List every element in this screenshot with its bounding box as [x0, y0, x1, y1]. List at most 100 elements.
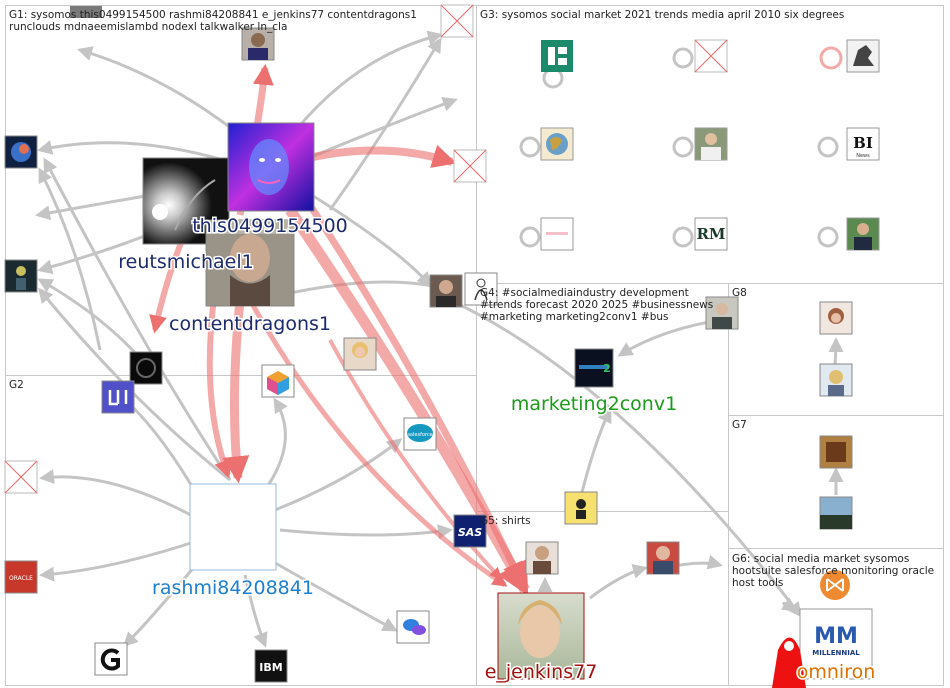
node-g7-top-avatar[interactable]	[819, 435, 853, 469]
blank-avatar	[189, 483, 277, 571]
salesforce-logo-text: salesforce	[407, 432, 432, 438]
node-broken-image[interactable]	[4, 460, 38, 494]
self-loop	[819, 46, 843, 70]
mm-logo-text: MM	[814, 624, 858, 649]
node-man-glasses-avatar[interactable]	[705, 296, 739, 330]
node-e_jenkins77[interactable]	[497, 592, 585, 680]
marketing-logo-text: 2	[603, 362, 611, 375]
edge	[269, 558, 398, 632]
node-broken-image[interactable]	[694, 39, 728, 73]
edge	[828, 337, 844, 366]
node-top-gray-avatar[interactable]	[70, 6, 102, 18]
node-suit-man-avatar[interactable]	[846, 217, 880, 251]
edge	[122, 559, 202, 648]
edge	[247, 298, 508, 588]
label-this0499154500: this0499154500	[192, 215, 348, 237]
node-black-ring-avatar[interactable]	[129, 351, 163, 385]
node-orange-hex-logo[interactable]	[820, 570, 850, 600]
label-marketing2conv1: marketing2conv1	[511, 393, 677, 415]
node-broken-image[interactable]	[440, 4, 474, 38]
group-label-g1-line: runclouds mdnaeemislambd nodexl talkwalk…	[9, 21, 287, 33]
node-labels: this0499154500 reutsmichael1 contentdrag…	[117, 214, 877, 685]
node-yellow-cartoon-avatar[interactable]	[564, 491, 598, 525]
edge	[222, 299, 250, 484]
node-sketch-avatar[interactable]	[464, 272, 498, 306]
group-label-g8-line: G8	[732, 287, 747, 299]
g3-nodes: BI News RM	[519, 39, 880, 251]
label-e_jenkins77: e_jenkins77	[485, 661, 598, 683]
edge	[297, 188, 524, 584]
node-blonde-avatar[interactable]	[343, 337, 377, 371]
node-purple-logo[interactable]	[101, 380, 135, 414]
edge	[43, 157, 232, 481]
g1-nodes	[4, 4, 498, 385]
group-labels: G1: sysomos this0499154500 rashmi8420884…	[9, 9, 934, 589]
node-griffin-logo[interactable]	[846, 39, 880, 73]
node-dark-figure-avatar[interactable]	[4, 259, 38, 293]
node-ibm-logo[interactable]: IBM	[254, 649, 288, 683]
node-woman-g8-top[interactable]	[819, 301, 853, 335]
edge	[38, 167, 102, 351]
node-rm-logo[interactable]: RM	[694, 217, 728, 251]
red-loop-marker	[772, 637, 806, 688]
node-chat-bubble-logo[interactable]	[396, 610, 430, 644]
edge	[279, 524, 453, 540]
right-groups-nodes: 2	[497, 296, 873, 688]
node-g-logo[interactable]	[94, 642, 128, 676]
node-red-bg-avatar[interactable]	[646, 541, 680, 575]
group-label-g3-line: G3: sysomos social market 2021 trends me…	[480, 9, 844, 21]
node-colorful-cube-logo[interactable]	[261, 364, 295, 398]
edge	[243, 574, 268, 648]
node-sas-logo[interactable]: SAS	[453, 514, 487, 548]
node-broken-image[interactable]	[453, 149, 487, 183]
self-loop	[519, 226, 541, 248]
node-small-portrait-top[interactable]	[241, 27, 275, 61]
group-label-g4-line: #trends forecast 2020 2025 #businessnews	[480, 299, 713, 311]
mm-logo-subtext: MILLENNIAL	[812, 649, 860, 657]
self-loop	[672, 226, 694, 248]
node-globe-avatar[interactable]	[540, 127, 574, 161]
edge	[328, 339, 502, 580]
edge	[39, 469, 201, 522]
group-boxes	[5, 5, 944, 686]
node-salesforce-logo[interactable]: salesforce	[403, 417, 437, 451]
gray-edges	[35, 30, 844, 648]
node-g7-bottom-avatar[interactable]	[819, 496, 853, 530]
red-edges	[149, 63, 530, 596]
bi-logo-subtext: News	[856, 153, 870, 159]
node-omniron[interactable]: MM MILLENNIAL	[799, 608, 873, 680]
bi-logo-text: BI	[853, 134, 873, 152]
edge	[39, 538, 201, 582]
node-blank-square[interactable]	[540, 217, 574, 251]
group-label-g4-line: #marketing marketing2conv1 #bus	[480, 311, 669, 323]
group-label-g6-line: host tools	[732, 577, 783, 589]
node-green-logo[interactable]	[541, 40, 573, 72]
node-oracle-logo[interactable]: ORACLE	[4, 560, 38, 594]
node-woman-g8-bottom[interactable]	[819, 363, 853, 397]
group-label-g6-line: hootsuite salesforce monitoring oracle	[732, 565, 934, 577]
edge	[537, 577, 553, 593]
node-rashmi84208841[interactable]	[189, 483, 277, 571]
sas-logo-text: SAS	[458, 526, 482, 539]
group-box-g6	[728, 548, 944, 686]
edge	[578, 407, 612, 501]
self-loop	[519, 136, 541, 158]
node-bearded-man-avatar[interactable]	[525, 541, 559, 575]
group-label-g4-line: G4: #socialmediaindustry development	[480, 287, 689, 299]
node-man-avatar[interactable]	[694, 127, 728, 161]
self-loop	[672, 136, 694, 158]
group-label-g6-line: G6: social media market sysomos	[732, 553, 909, 565]
edge	[274, 438, 403, 512]
edge	[328, 37, 442, 211]
node-woman-small-avatar[interactable]	[429, 274, 463, 308]
rm-logo-text: RM	[696, 225, 725, 243]
node-marketing2conv1[interactable]: 2	[574, 348, 614, 388]
node-bi-news-logo[interactable]: BI News	[846, 127, 880, 161]
ibm-logo-text: IBM	[259, 661, 282, 674]
node-contentdragons1[interactable]	[205, 219, 295, 307]
node-this0499154500[interactable]	[227, 122, 315, 212]
g2-nodes: salesforce ORACLE SAS IBM	[4, 364, 487, 683]
node-blue-orb-avatar[interactable]	[4, 135, 38, 169]
self-loop	[817, 136, 839, 158]
